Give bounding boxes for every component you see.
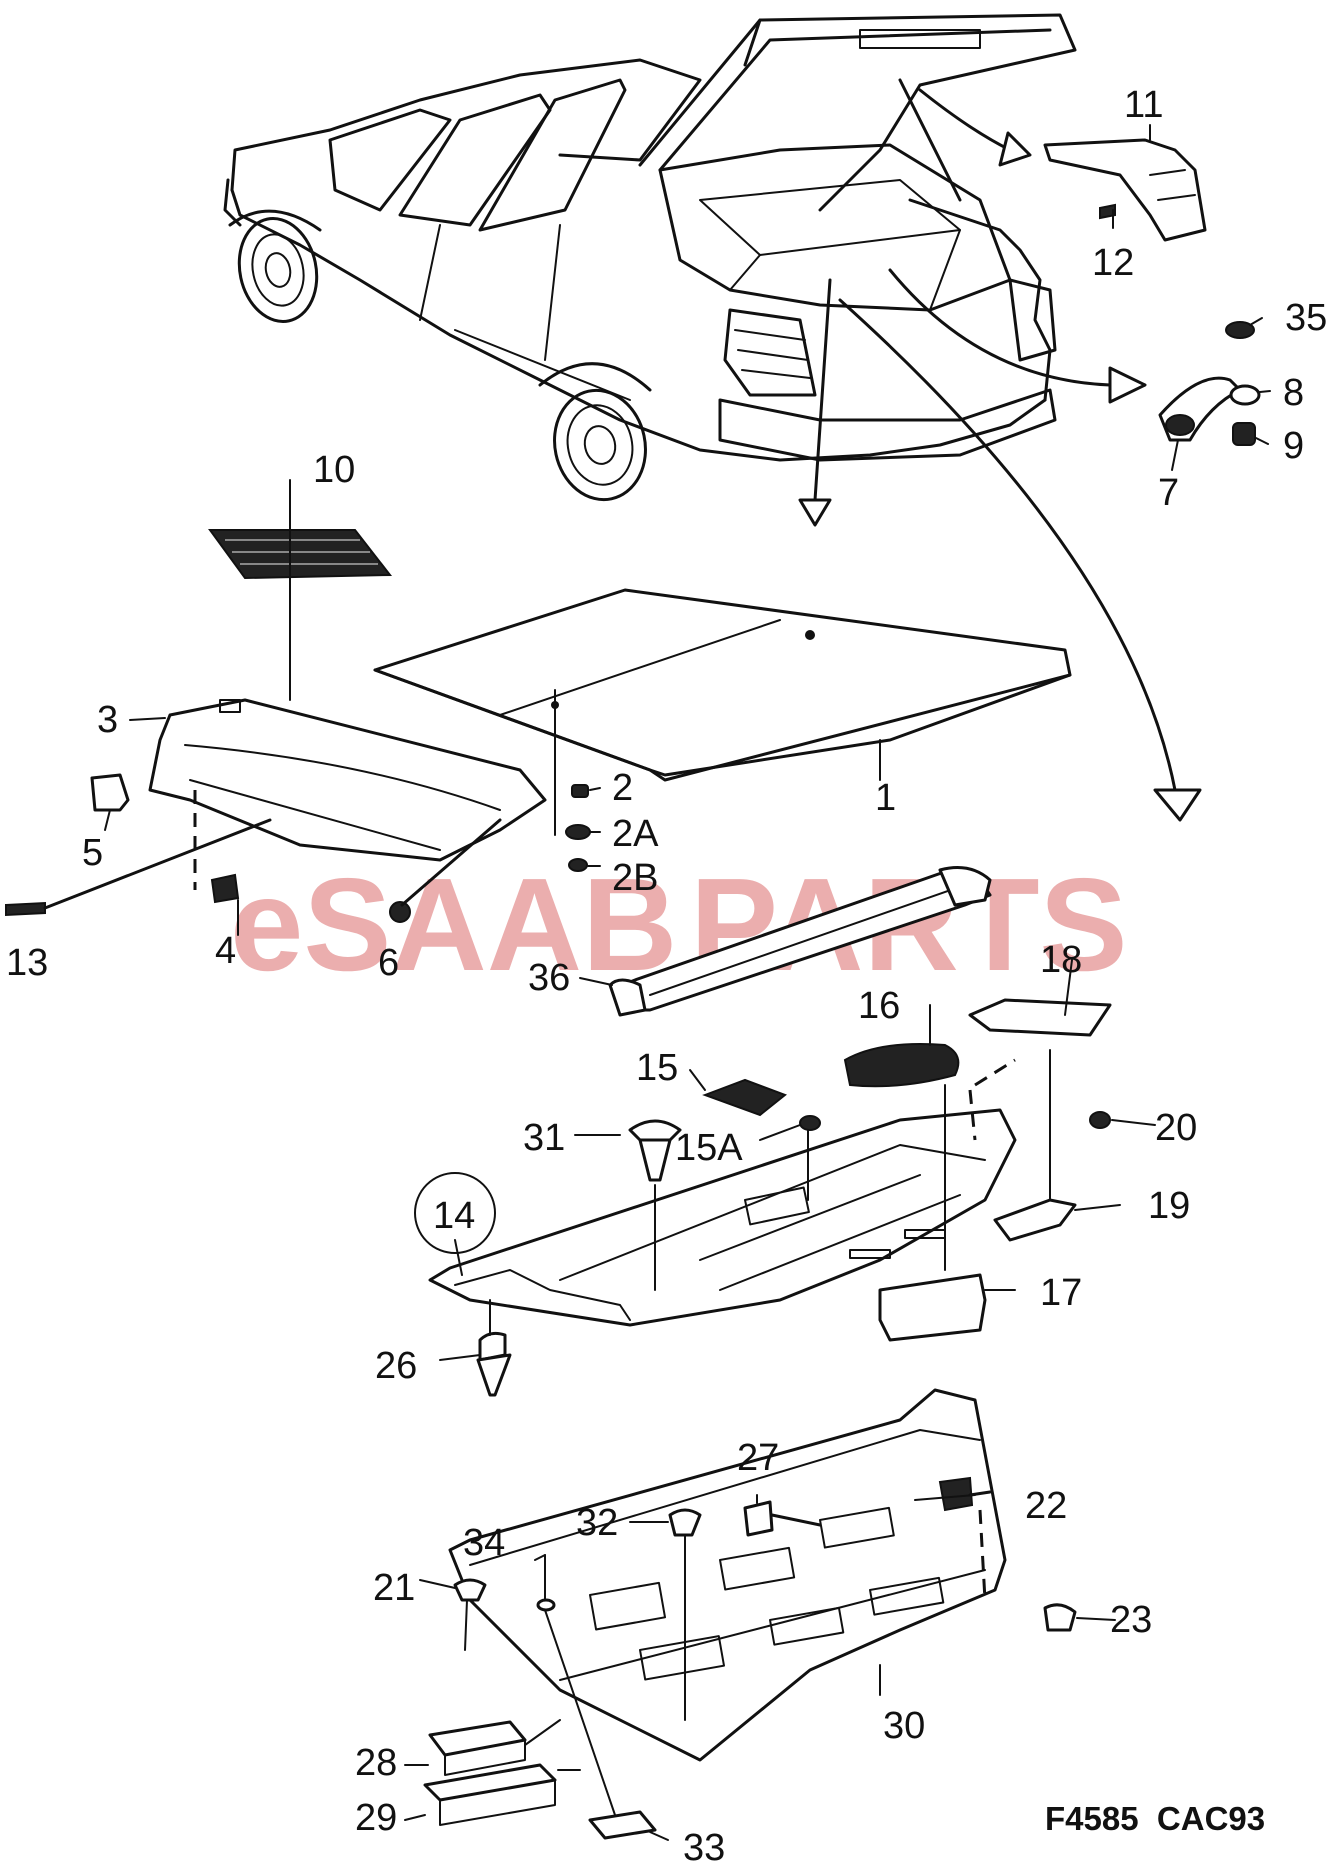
part-1-floor-panel bbox=[373, 588, 1072, 782]
label-6: 6 bbox=[378, 942, 399, 984]
label-2: 2 bbox=[612, 767, 633, 809]
car-illustration bbox=[223, 13, 1077, 502]
label-5: 5 bbox=[82, 832, 103, 874]
label-7: 7 bbox=[1158, 472, 1179, 514]
label-9: 9 bbox=[1283, 425, 1304, 467]
part-14-parcel-shelf bbox=[428, 998, 1112, 1397]
label-35: 35 bbox=[1285, 297, 1327, 339]
part-3-shelf bbox=[5, 698, 547, 923]
label-31: 31 bbox=[523, 1117, 565, 1159]
label-36: 36 bbox=[528, 957, 570, 999]
label-23: 23 bbox=[1110, 1599, 1152, 1641]
label-21: 21 bbox=[373, 1567, 415, 1609]
leader-lines bbox=[104, 124, 1271, 1841]
label-32: 32 bbox=[576, 1502, 618, 1544]
label-33: 33 bbox=[683, 1827, 725, 1865]
label-15: 15 bbox=[636, 1047, 678, 1089]
label-13: 13 bbox=[6, 942, 48, 984]
part-30-lower-panel bbox=[423, 1388, 1077, 1840]
label-27: 27 bbox=[737, 1437, 779, 1479]
callout-arrows bbox=[798, 88, 1202, 822]
label-8: 8 bbox=[1283, 372, 1304, 414]
label-18: 18 bbox=[1040, 939, 1082, 981]
part-7-hook bbox=[1158, 321, 1261, 446]
part-36-roller bbox=[608, 866, 992, 1017]
label-17: 17 bbox=[1040, 1272, 1082, 1314]
label-12: 12 bbox=[1092, 242, 1134, 284]
part-2-fasteners bbox=[554, 689, 591, 872]
label-34: 34 bbox=[463, 1522, 505, 1564]
label-2B: 2B bbox=[612, 857, 658, 899]
callout-14-circle bbox=[414, 1172, 496, 1254]
label-19: 19 bbox=[1148, 1185, 1190, 1227]
label-10: 10 bbox=[313, 449, 355, 491]
label-2A: 2A bbox=[612, 813, 659, 855]
label-1: 1 bbox=[875, 777, 896, 819]
label-11: 11 bbox=[1124, 84, 1163, 126]
label-20: 20 bbox=[1155, 1107, 1197, 1149]
label-16: 16 bbox=[858, 985, 900, 1027]
label-15A: 15A bbox=[675, 1127, 743, 1169]
figure-code: F4585 CAC93 bbox=[1045, 1800, 1265, 1837]
part-11-hinge bbox=[1043, 138, 1207, 242]
label-26: 26 bbox=[375, 1345, 417, 1387]
part-10-mat bbox=[208, 529, 393, 580]
label-3: 3 bbox=[97, 699, 118, 741]
callout-labels: 11 12 35 8 9 7 10 3 1 2 2A 2B 5 13 4 6 3… bbox=[6, 84, 1327, 1865]
label-22: 22 bbox=[1025, 1485, 1067, 1527]
label-4: 4 bbox=[215, 930, 236, 972]
label-29: 29 bbox=[355, 1797, 397, 1839]
label-28: 28 bbox=[355, 1742, 397, 1784]
label-14: 14 bbox=[433, 1195, 475, 1237]
label-30: 30 bbox=[883, 1705, 925, 1747]
watermark-esaab: eSAAB bbox=[230, 851, 677, 998]
